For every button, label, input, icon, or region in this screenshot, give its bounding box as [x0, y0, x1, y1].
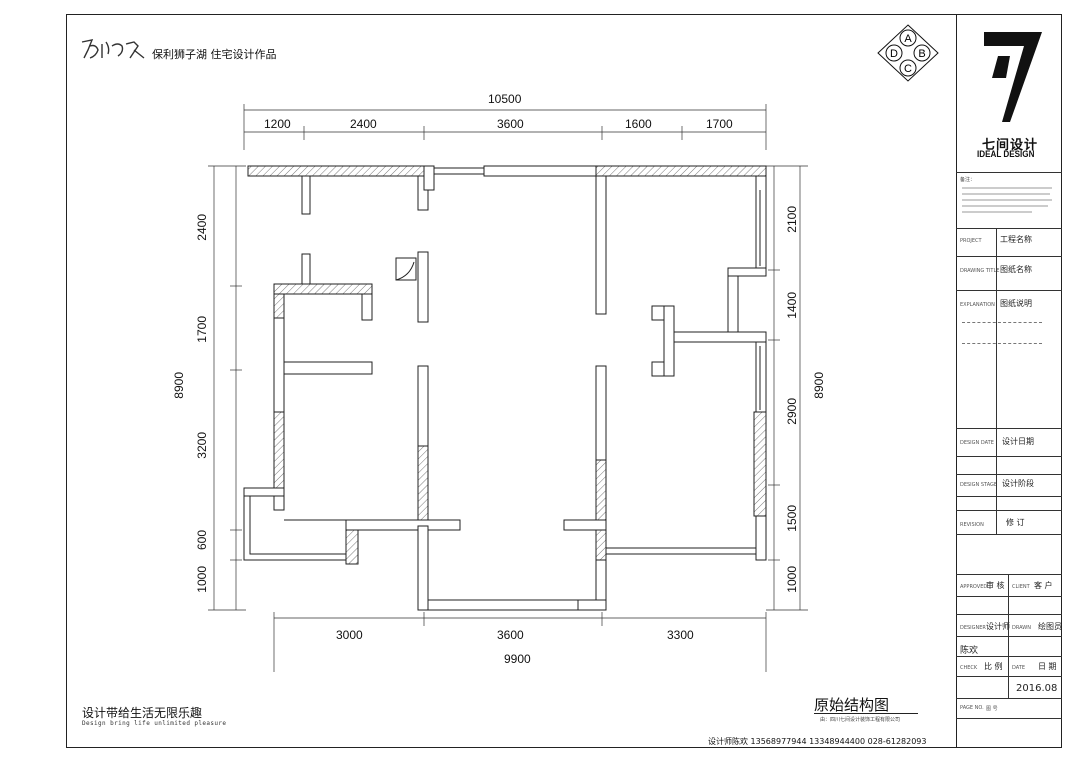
- logo-seven-icon: [980, 26, 1046, 124]
- dim-right-total: 8900: [812, 372, 826, 399]
- designer-signature: [78, 36, 148, 64]
- dim-bottom-3: 3300: [667, 628, 694, 642]
- designer-name: 陈欢: [960, 646, 979, 656]
- drawn-value: 绘图员: [1038, 622, 1062, 631]
- title-block-divider: [1008, 574, 1009, 698]
- explanation-value: 图纸说明: [1000, 299, 1032, 308]
- dim-top-2: 2400: [350, 117, 377, 131]
- compass-letter-a: A: [904, 33, 912, 45]
- date: 2016.08: [1016, 683, 1058, 694]
- slogan-en: Design bring life unlimited pleasure: [82, 720, 227, 727]
- page-label: PAGE NO.: [960, 705, 984, 711]
- designer-label: DESIGNER: [960, 625, 986, 631]
- dim-left-5: 1000: [195, 566, 209, 593]
- project-label: PROJECT: [960, 238, 982, 244]
- check-label: CHECK: [960, 665, 978, 671]
- design-date-label: DESIGN DATE: [960, 440, 994, 446]
- dim-bottom-total: 9900: [504, 652, 531, 666]
- dim-bottom-2: 3600: [497, 628, 524, 642]
- revision-value: 修 订: [1006, 518, 1025, 527]
- notes-label: 备注：: [960, 177, 976, 183]
- project-value: 工程名称: [1000, 235, 1032, 244]
- design-date-value: 设计日期: [1002, 437, 1034, 446]
- approved-label: APPROVED: [960, 584, 988, 590]
- dim-top-1: 1200: [264, 117, 291, 131]
- designer-value: 设计师: [986, 622, 1010, 631]
- compass-letter-c: C: [904, 63, 912, 75]
- floor-plan: [208, 104, 808, 672]
- dim-right-4: 1500: [785, 505, 799, 532]
- dim-left-3: 3200: [195, 432, 209, 459]
- page-value: 图 号: [986, 706, 998, 712]
- dim-top-4: 1600: [625, 117, 652, 131]
- title-block-divider-2: [996, 228, 997, 534]
- compass-letter-b: B: [918, 48, 925, 60]
- dim-right-3: 2900: [785, 398, 799, 425]
- dim-right-2: 1400: [785, 292, 799, 319]
- design-stage-label: DESIGN STAGE: [960, 482, 998, 488]
- dim-left-total: 8900: [172, 372, 186, 399]
- compass-icon: A B C D: [876, 23, 940, 83]
- dim-bottom-1: 3000: [336, 628, 363, 642]
- slogan-cn: 设计带给生活无限乐趣: [82, 706, 203, 720]
- dim-top-3: 3600: [497, 117, 524, 131]
- explanation-label: EXPLANATION: [960, 302, 995, 308]
- dim-right-1: 2100: [785, 206, 799, 233]
- revision-label: REVISION: [960, 522, 984, 528]
- dim-left-2: 1700: [195, 316, 209, 343]
- drawing-title-underline: [814, 713, 918, 714]
- approved-value: 审 核: [986, 581, 1005, 590]
- designer-contact: 设计师陈欢 13568977944 13348944400 028-612820…: [708, 737, 927, 746]
- client-label: CLIENT: [1012, 584, 1030, 590]
- dim-right-5: 1000: [785, 566, 799, 593]
- date-label: DATE: [1012, 665, 1026, 671]
- check-value: 比 例: [984, 662, 1003, 671]
- notes-text: [962, 186, 1054, 218]
- dim-left-4: 600: [195, 530, 209, 551]
- logo-en: IDEAL DESIGN: [977, 149, 1035, 159]
- explanation-lines: [962, 322, 1042, 344]
- client-value: 客 户: [1034, 581, 1053, 590]
- drawing-subtitle: 由：四川七间设计装饰工程有限公司: [820, 717, 901, 723]
- date-value: 日 期: [1038, 662, 1057, 671]
- compass-letter-d: D: [890, 48, 898, 60]
- project-title: 保利狮子湖 住宅设计作品: [152, 48, 277, 61]
- logo-cn: 七间设计: [982, 138, 1039, 153]
- dim-top-total: 10500: [488, 92, 522, 106]
- drawing-label: DRAWING TITLE: [960, 268, 1000, 274]
- dim-left-1: 2400: [195, 214, 209, 241]
- drawing-frame: [66, 14, 1062, 748]
- drawing-value: 图纸名称: [1000, 265, 1032, 274]
- dim-top-5: 1700: [706, 117, 733, 131]
- design-stage-value: 设计阶段: [1002, 479, 1034, 488]
- title-block: [956, 15, 1061, 747]
- drawing-title: 原始结构图: [814, 696, 890, 714]
- drawn-label: DRAWN: [1012, 625, 1031, 631]
